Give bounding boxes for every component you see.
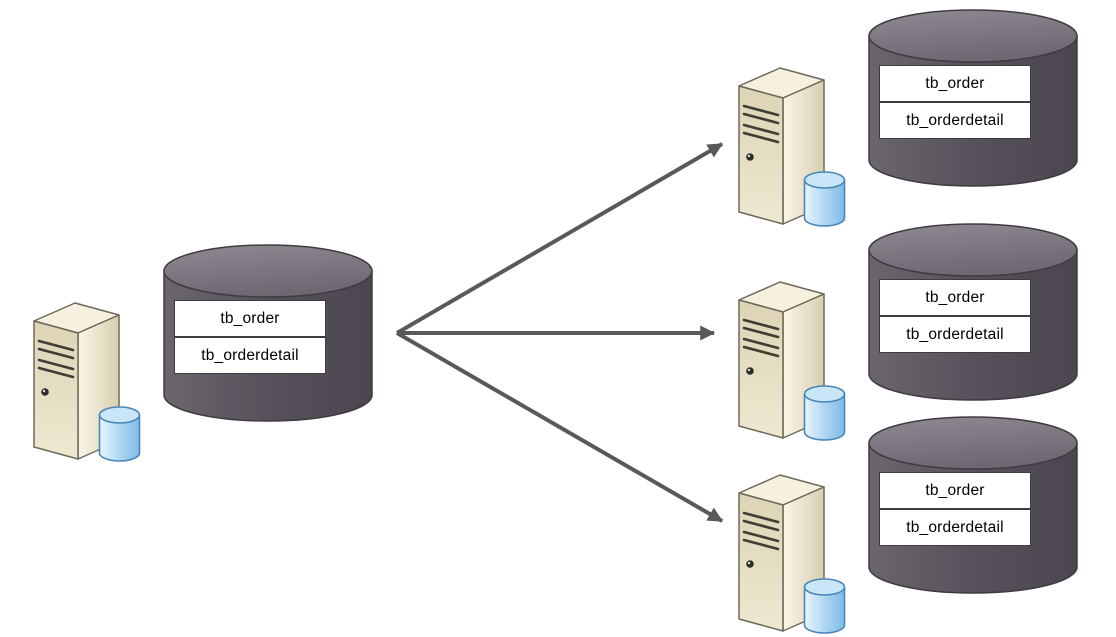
- table-label: tb_orderdetail: [879, 102, 1031, 139]
- db-node-target-2: tb_order tb_orderdetail: [733, 222, 1083, 446]
- table-label: tb_orderdetail: [879, 316, 1031, 353]
- table-label: tb_order: [879, 65, 1031, 102]
- disk-icon: [97, 405, 142, 464]
- db-node-target-3: tb_order tb_orderdetail: [733, 415, 1083, 637]
- arrow-to-target-1: [395, 142, 724, 335]
- disk-icon: [802, 170, 847, 229]
- db-node-source: tb_order tb_orderdetail: [28, 243, 378, 467]
- table-label: tb_order: [879, 472, 1031, 509]
- disk-icon: [802, 577, 847, 636]
- table-label: tb_order: [174, 300, 326, 337]
- table-label: tb_orderdetail: [174, 337, 326, 374]
- table-label: tb_order: [879, 279, 1031, 316]
- table-label: tb_orderdetail: [879, 509, 1031, 546]
- db-node-target-1: tb_order tb_orderdetail: [733, 8, 1083, 232]
- arrow-to-target-3: [395, 331, 724, 523]
